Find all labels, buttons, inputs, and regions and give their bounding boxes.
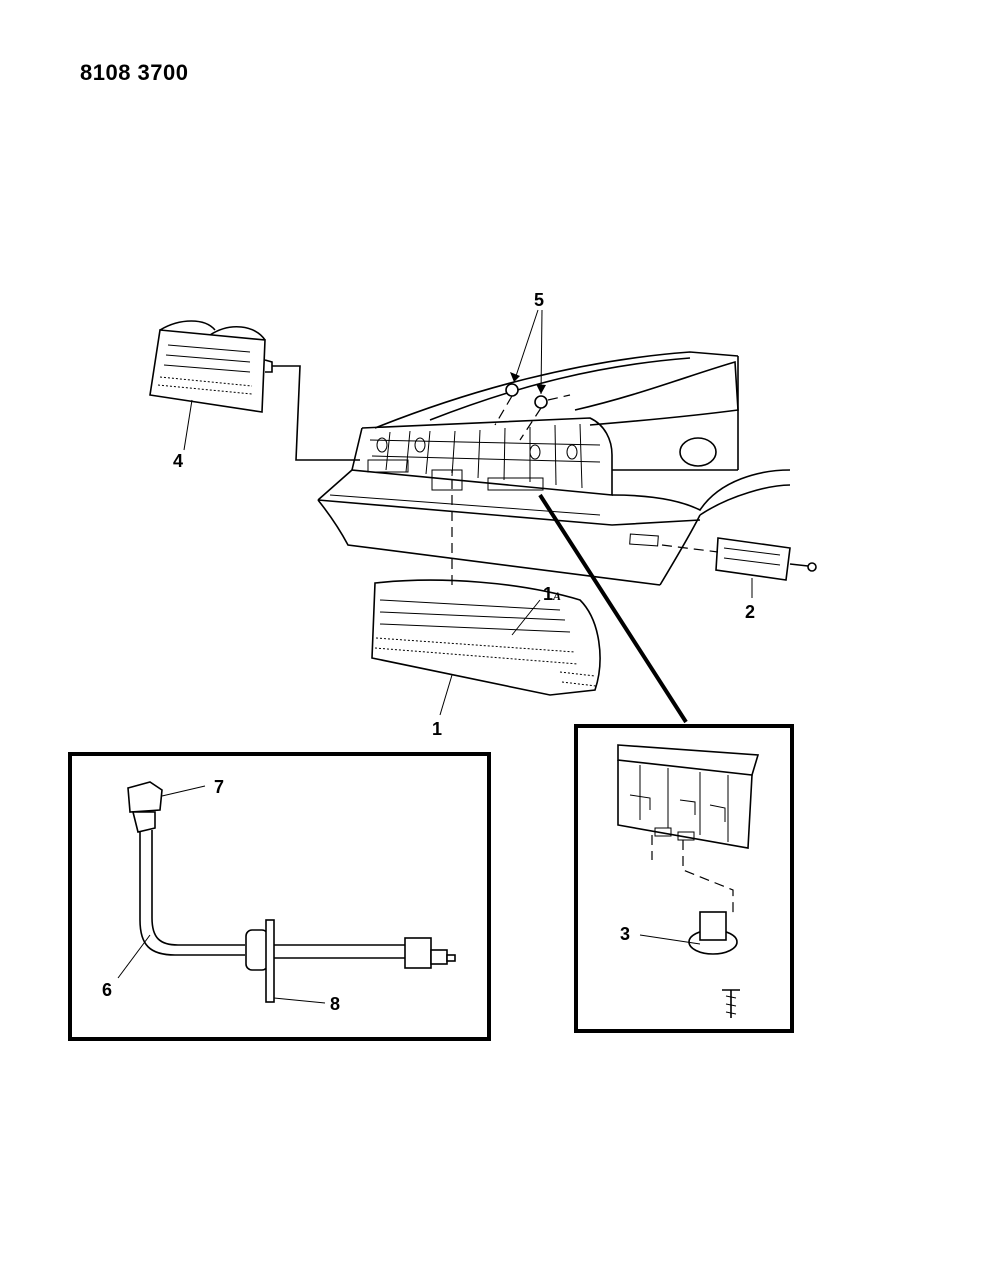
document-number: 8108 3700 <box>80 60 189 85</box>
callout-5: 5 <box>534 290 544 310</box>
vehicle-rear-body <box>317 351 791 586</box>
part-2-side-marker <box>661 537 817 598</box>
callout-3: 3 <box>620 924 630 944</box>
callout-1a-suffix: A <box>552 589 561 603</box>
license-lamp-inset <box>574 724 794 1033</box>
arrowhead <box>536 384 546 394</box>
callout-1a-number: 1 <box>543 584 553 604</box>
callout-1: 1 <box>432 719 442 739</box>
arrowhead <box>510 372 520 382</box>
part-1-tail-lamp <box>371 470 601 716</box>
callout-4: 4 <box>173 451 183 471</box>
wiring-inset <box>68 752 491 1041</box>
callout-6: 6 <box>102 980 112 1000</box>
inset-leader-line <box>538 493 688 724</box>
callout-1a: 1A <box>543 584 561 604</box>
part-5-nuts <box>494 309 571 441</box>
part-4-lamp-assembly <box>149 320 360 461</box>
callout-7: 7 <box>214 777 224 797</box>
callout-8: 8 <box>330 994 340 1014</box>
callout-2: 2 <box>745 602 755 622</box>
